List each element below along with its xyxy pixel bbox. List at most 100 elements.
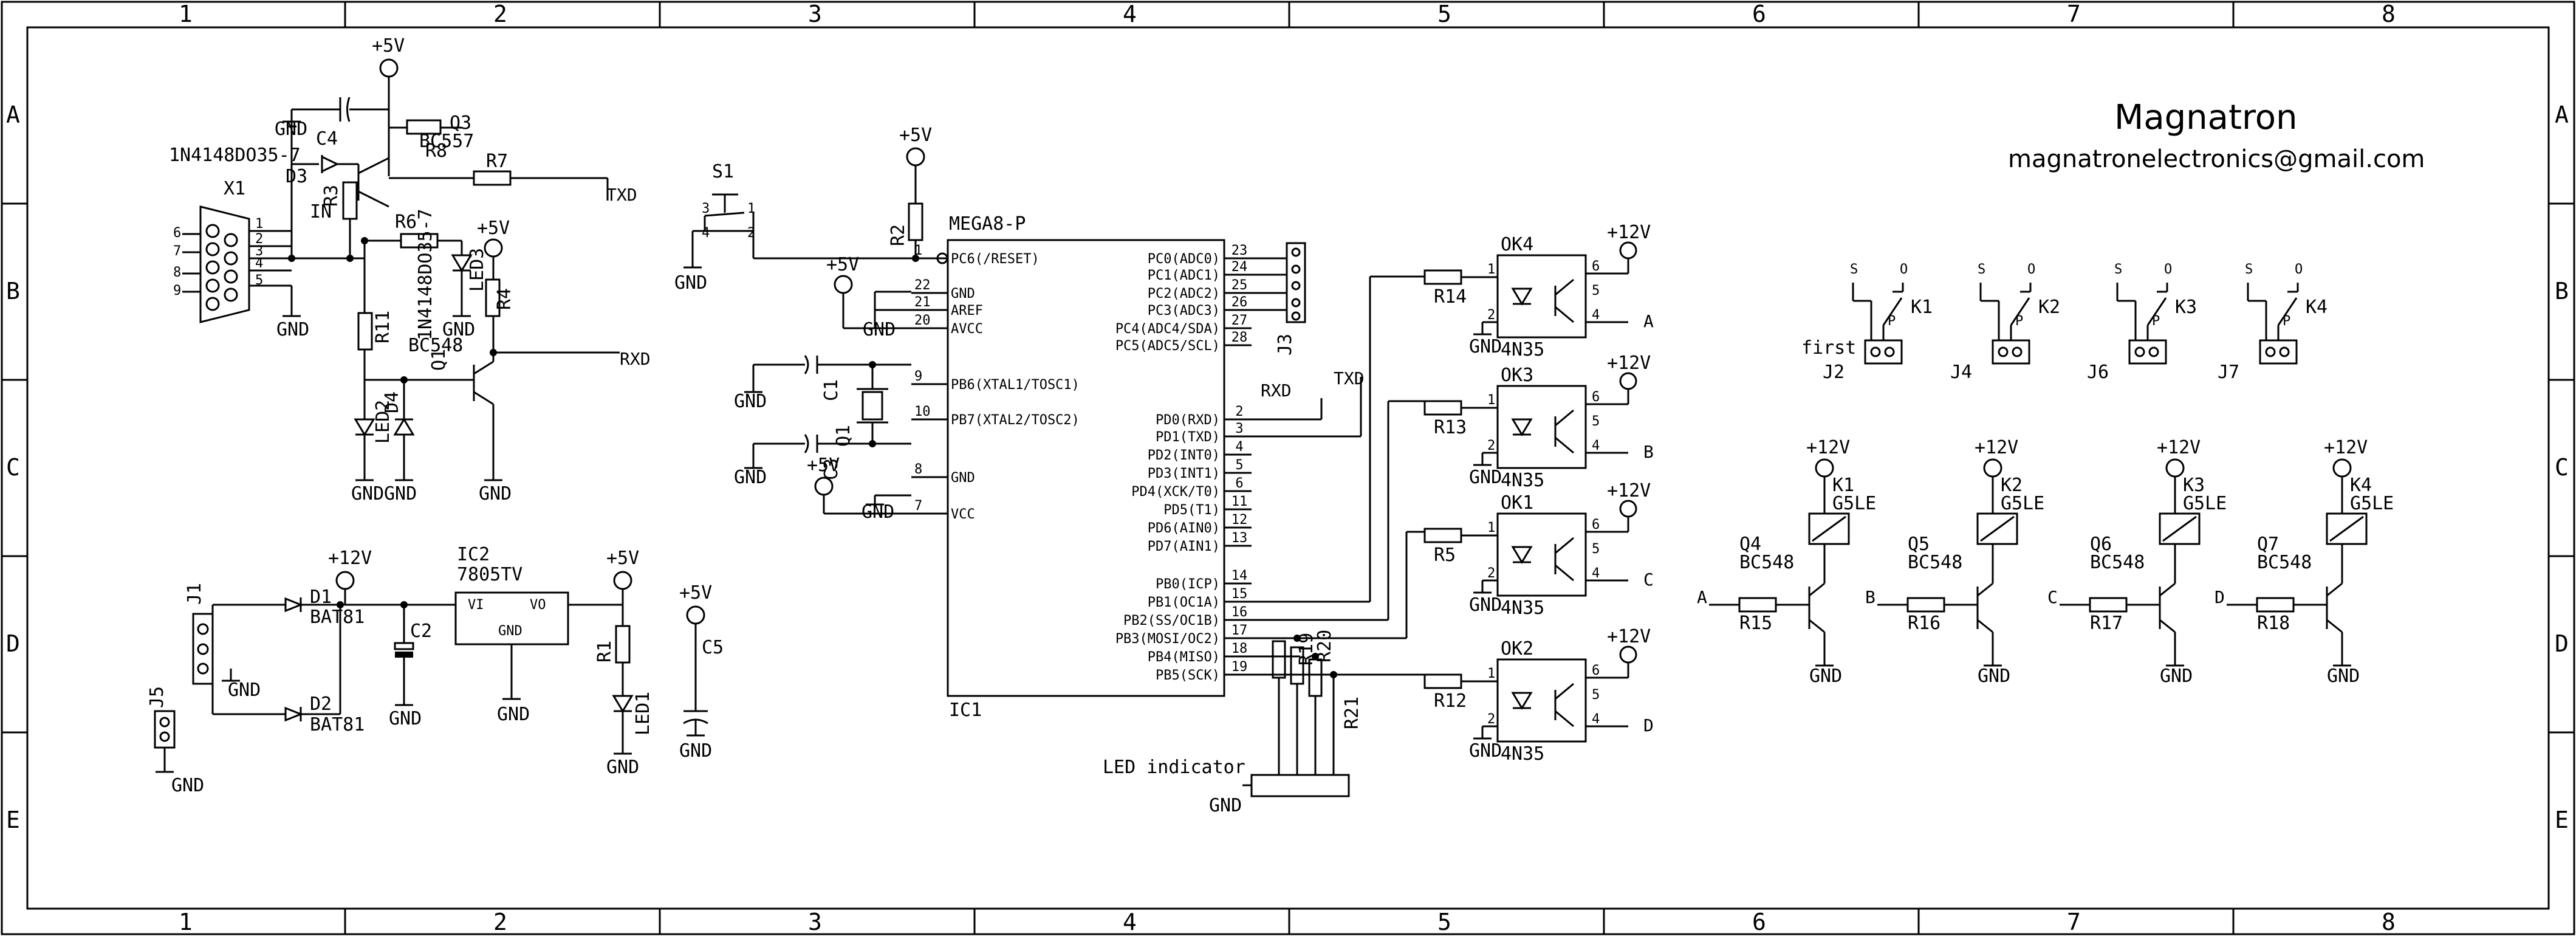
first-label: first: [1801, 337, 1856, 359]
ic2-label: IC2: [457, 544, 490, 565]
driver-input-label: D: [2215, 587, 2225, 607]
relay-ref: K3: [2183, 475, 2205, 496]
mcu-pin-name: PC5(ADC5/SCL): [1115, 339, 1220, 354]
opto-pin-num: 6: [1592, 390, 1600, 405]
mcu-pin-name: PD4(XCK/T0): [1131, 484, 1220, 500]
svg-text:6: 6: [173, 225, 181, 241]
mcu-pin-num: 14: [1231, 568, 1248, 583]
opto-gnd: GND: [1469, 740, 1502, 762]
p5v-reg: +5V: [606, 548, 639, 569]
ic2-part: 7805TV: [457, 564, 522, 585]
svg-text:7: 7: [173, 244, 181, 259]
opto-pin-num: 4: [1592, 566, 1600, 581]
contact-s: S: [1978, 262, 1985, 277]
s1-switch: [683, 193, 755, 269]
j1-label: J1: [184, 583, 205, 605]
contact-connector: [1864, 339, 1903, 365]
mcu-pin-num: 27: [1231, 313, 1248, 328]
mcu-pin-name: PC6(/RESET): [951, 252, 1040, 267]
svg-text:8: 8: [173, 265, 181, 280]
c3-capacitor: [744, 434, 911, 469]
gnd-c5: GND: [679, 740, 712, 762]
driver-12v: +12V: [1975, 437, 2018, 458]
j5-label: J5: [146, 686, 168, 708]
grid-col-top-2: 2: [493, 1, 507, 27]
driver-12v: +12V: [2157, 437, 2201, 458]
driver-gnd: GND: [2160, 666, 2193, 687]
contact-connector: [2259, 339, 2298, 365]
mcu-pin-num: 20: [914, 313, 931, 328]
led1-label: LED1: [632, 692, 654, 735]
r19-resistor: [1272, 640, 1286, 679]
d2-diode: [284, 706, 304, 722]
contact-connector: [1992, 339, 2030, 365]
mcu-pin-name: PD7(AIN1): [1148, 539, 1220, 554]
opto-resistor: [1423, 400, 1462, 416]
r2-resistor: [908, 202, 923, 241]
d3-part: 1N4148DO35-7: [169, 145, 301, 166]
power-symbol-5v-reg: [613, 571, 632, 590]
contact-p: P: [1888, 314, 1896, 329]
base-resistor-label: R16: [1908, 613, 1941, 634]
p5v-avcc: +5V: [826, 254, 859, 275]
contact-p: P: [2152, 314, 2160, 329]
contact-o: O: [2295, 262, 2303, 277]
gnd-led2: GND: [351, 483, 384, 504]
base-resistor: [1738, 597, 1777, 613]
s1-pin3: 3: [702, 201, 710, 216]
contact-p: P: [2283, 314, 2290, 329]
opto-resistor-label: R14: [1434, 286, 1467, 308]
mcu-pin-num: 16: [1231, 605, 1248, 620]
d2-part: BAT81: [310, 714, 365, 735]
j3-label: J3: [1275, 334, 1296, 356]
ic1-label: IC1: [949, 700, 982, 721]
mcu-pin-num: 10: [914, 404, 931, 419]
transistor-part: BC548: [1908, 552, 1962, 573]
mcu-pin-name: GND: [951, 470, 975, 486]
opto-pin-num: 6: [1592, 517, 1600, 532]
opto-part: 4N35: [1501, 743, 1544, 765]
power-symbol-5v-c5: [686, 605, 705, 625]
grid-row-right-D: D: [2555, 630, 2569, 657]
transistor-ref: Q5: [1908, 534, 1930, 555]
d1-diode: [284, 597, 304, 613]
grid-col-bottom-1: 1: [179, 909, 193, 935]
svg-text:5: 5: [255, 273, 263, 288]
transistor-ref: Q7: [2257, 534, 2279, 555]
contact-ref: K4: [2306, 297, 2328, 318]
opto-pin-num: 1: [1487, 393, 1495, 408]
transistor-part: BC548: [1739, 552, 1794, 573]
grid-col-top-7: 7: [2067, 1, 2081, 27]
opto-ref: OK2: [1501, 638, 1533, 659]
mega8-name: MEGA8-P: [949, 213, 1026, 235]
mcu-pin-name: PD0(RXD): [1156, 413, 1220, 428]
relay-coil: [1976, 512, 2018, 545]
opto-pin-num: 2: [1487, 308, 1495, 323]
grid-row-right-C: C: [2555, 454, 2569, 481]
gnd-led-indicator: GND: [1209, 795, 1242, 816]
mcu-pin-name: PD5(T1): [1163, 503, 1220, 518]
mcu-pin-num: 15: [1231, 587, 1248, 602]
txd-net-label: TXD: [606, 185, 637, 205]
relay-part: G5LE: [2350, 493, 2394, 514]
base-resistor: [1906, 597, 1945, 613]
opto-pin-num: 2: [1487, 566, 1495, 581]
gnd-j5: GND: [171, 775, 204, 796]
opto-output-label: C: [1643, 570, 1654, 590]
opto-12v: +12V: [1607, 222, 1651, 243]
relay-part: G5LE: [1832, 493, 1876, 514]
transistor-ref: Q4: [1739, 534, 1761, 555]
r4-label: R4: [494, 288, 515, 310]
power-symbol-12v-driver: [2165, 458, 2185, 478]
grid-col-top-3: 3: [808, 1, 822, 27]
grid-row-right-E: E: [2555, 807, 2569, 833]
grid-col-bottom-3: 3: [808, 909, 822, 935]
c1-capacitor: [744, 355, 911, 393]
